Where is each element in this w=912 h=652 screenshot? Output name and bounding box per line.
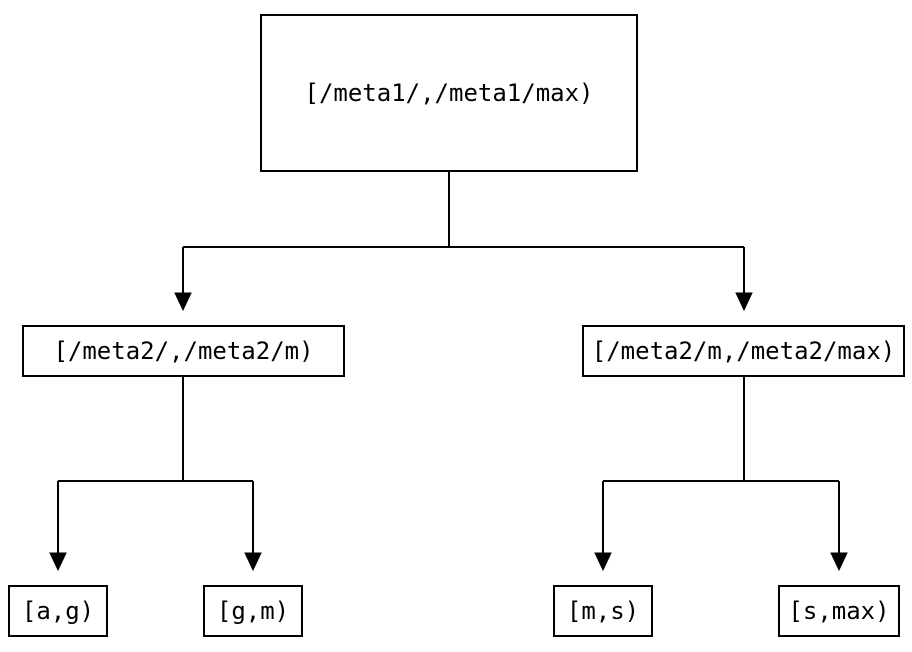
node-leaf-gm-interval: [g,m): [203, 585, 303, 637]
node-right-mid-interval: [/meta2/m,/meta2/max): [582, 325, 905, 377]
node-leaf-ag-interval: [a,g): [8, 585, 108, 637]
edges-from-right-mid: [594, 377, 848, 572]
node-leaf-smax-interval: [s,max): [778, 585, 900, 637]
node-leaf-ms-interval: [m,s): [553, 585, 653, 637]
edges-from-left-mid: [49, 377, 262, 572]
edges-from-root: [174, 172, 753, 312]
arrowhead-down-icon: [594, 552, 612, 572]
arrowhead-down-icon: [174, 292, 192, 312]
node-left-mid-interval: [/meta2/,/meta2/m): [22, 325, 345, 377]
node-root-interval: [/meta1/,/meta1/max): [260, 14, 638, 172]
arrowhead-down-icon: [735, 292, 753, 312]
arrowhead-down-icon: [244, 552, 262, 572]
arrowhead-down-icon: [830, 552, 848, 572]
arrowhead-down-icon: [49, 552, 67, 572]
